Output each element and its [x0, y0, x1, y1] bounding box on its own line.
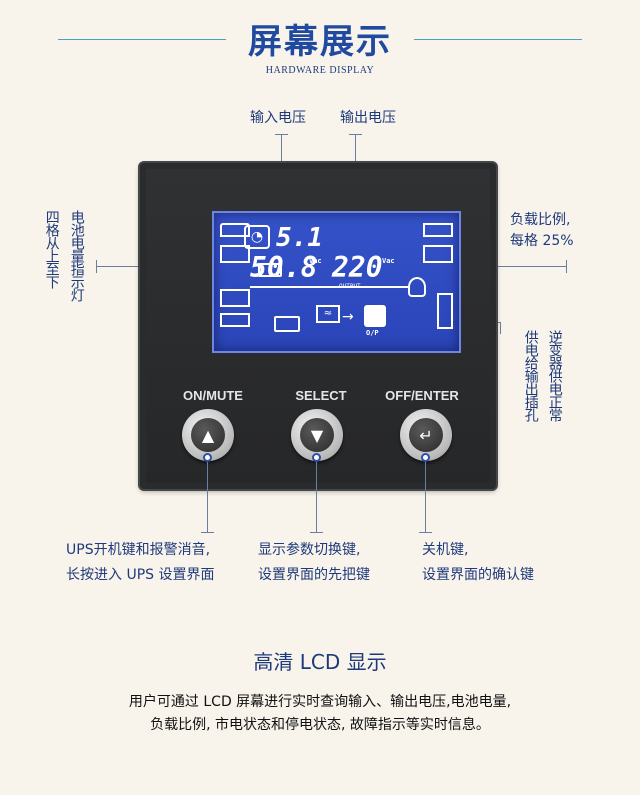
connector-battery-cap [96, 260, 97, 273]
lcd-input-value: 50.8 [250, 251, 318, 284]
connector-on-mute [207, 462, 208, 532]
load-person-icon [408, 277, 426, 297]
connector-dot-off-enter [421, 453, 430, 462]
lcd-op-label: O/P [366, 329, 379, 337]
triangle-down-icon: ▼ [300, 418, 334, 452]
connector-input-cap [275, 134, 288, 135]
label-load-ratio-line2: 每格 25% [510, 233, 574, 249]
connector-select-cap [310, 532, 323, 533]
lcd-output-unit: Vac [382, 257, 395, 265]
connector-load [432, 266, 567, 267]
lcd-mode-value: 5.1 [276, 223, 323, 253]
page-subtitle: HARDWARE DISPLAY [265, 65, 375, 76]
clock-icon: ◔ [244, 225, 270, 249]
battery-bar-4 [220, 313, 250, 327]
connector-inverter-down [500, 322, 501, 334]
section-description: 用户可通过 LCD 屏幕进行实时查询输入、输出电压,电池电量, 负载比例, 市电… [40, 691, 600, 737]
caption-off-enter-line2: 设置界面的确认键 [422, 566, 534, 583]
button-label-select: SELECT [295, 388, 347, 403]
battery-bar-1 [220, 223, 250, 237]
connector-load-cap [566, 260, 567, 273]
lcd-screen: ◔ 5.1 50.8 Vac 220 Vac OUTPUT ≈ → O/P [212, 211, 461, 353]
lcd-input-unit: Vac [309, 257, 322, 265]
label-output-voltage: 输出电压 [340, 110, 396, 126]
caption-select: 显示参数切换键, 设置界面的先把键 [258, 538, 370, 587]
section-desc-line2: 负载比例, 市电状态和停电状态, 故障指示等实时信息。 [150, 717, 490, 734]
caption-on-mute-line2: 长按进入 UPS 设置界面 [66, 566, 215, 583]
battery-status-icon [274, 316, 300, 332]
connector-select [316, 462, 317, 532]
caption-on-mute: UPS开机键和报警消音, 长按进入 UPS 设置界面 [66, 538, 214, 587]
inverter-icon: ≈ [316, 305, 340, 323]
header-line-left [58, 39, 226, 40]
enter-arrow-icon: ↵ [409, 418, 443, 452]
label-inverter-normal: 逆变器供电正常 [546, 330, 563, 421]
lcd-divider [250, 286, 408, 288]
section-desc-line1: 用户可通过 LCD 屏幕进行实时查询输入、输出电压,电池电量, [128, 694, 512, 710]
button-label-off-enter: OFF/ENTER [385, 388, 459, 403]
label-battery-order: 四格从上至下 [43, 210, 60, 288]
button-label-on-mute: ON/MUTE [183, 388, 243, 403]
outlet-icon [364, 305, 386, 327]
label-load-ratio: 负载比例, 每格 25% [510, 210, 574, 252]
load-bar-2 [423, 245, 453, 263]
battery-bar-3 [220, 289, 250, 307]
label-input-voltage: 输入电压 [250, 110, 306, 126]
caption-select-line1: 显示参数切换键, [258, 542, 361, 558]
caption-off-enter-line1: 关机键, [422, 542, 469, 558]
section-title: 高清 LCD 显示 [253, 650, 387, 674]
connector-output-cap [349, 134, 362, 135]
connector-off-enter [425, 462, 426, 532]
battery-icon [258, 263, 282, 277]
label-battery-indicator: 电池电量指示灯 [68, 210, 85, 301]
header-line-right [414, 39, 582, 40]
label-inverter-output: 供电给输出插孔 [522, 330, 539, 421]
load-bar-1 [423, 223, 453, 237]
page-title: 屏幕展示 [248, 22, 392, 62]
triangle-up-icon: ▲ [191, 418, 225, 452]
connector-off-enter-cap [419, 532, 432, 533]
connector-dot-select [312, 453, 321, 462]
battery-bar-2 [220, 245, 250, 263]
on-mute-button[interactable]: ▲ [182, 409, 234, 461]
caption-on-mute-line1: UPS开机键和报警消音, [66, 542, 211, 558]
select-button[interactable]: ▼ [291, 409, 343, 461]
off-enter-button[interactable]: ↵ [400, 409, 452, 461]
load-bar-3 [437, 293, 453, 329]
caption-select-line2: 设置界面的先把键 [258, 566, 370, 583]
label-load-ratio-line1: 负载比例, [510, 212, 571, 228]
connector-on-mute-cap [201, 532, 214, 533]
lcd-output-value: 220 [332, 251, 383, 284]
caption-off-enter: 关机键, 设置界面的确认键 [422, 538, 534, 587]
connector-dot-on-mute [203, 453, 212, 462]
arrow-right-icon: → [342, 309, 354, 325]
